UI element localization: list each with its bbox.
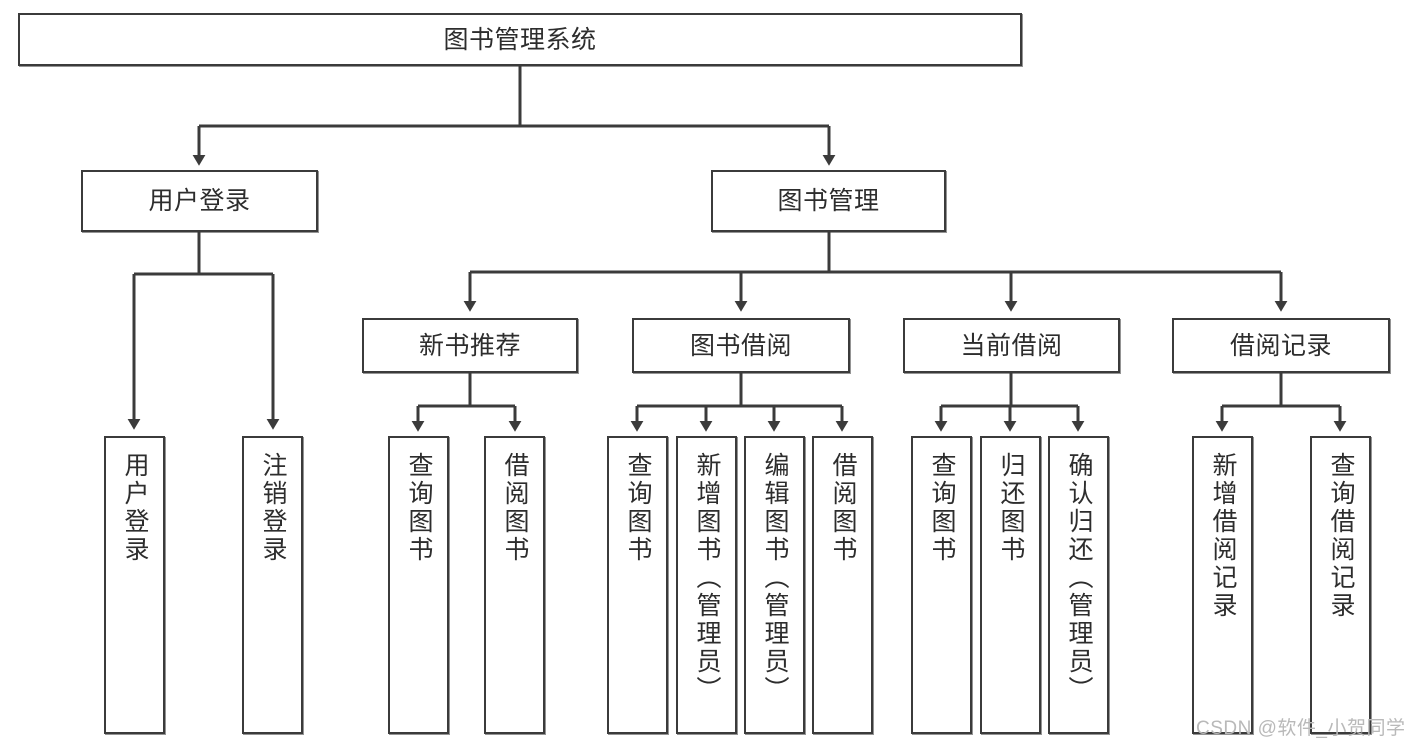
- node-label: 图书管理系统: [443, 25, 597, 54]
- leaf-borrow-book-recommend[interactable]: 借阅图书: [484, 436, 545, 734]
- leaf-query-borrow-record[interactable]: 查询借阅记录: [1310, 436, 1371, 734]
- node-label: 当前借阅: [960, 331, 1063, 360]
- node-book-borrow[interactable]: 图书借阅: [632, 318, 850, 373]
- node-label: 查询图书: [405, 452, 433, 564]
- node-label: 借阅记录: [1229, 331, 1332, 360]
- node-label: 查询图书: [624, 452, 652, 564]
- node-label: 借阅图书: [829, 452, 857, 564]
- node-label: 查询图书: [928, 452, 956, 564]
- node-book-management[interactable]: 图书管理: [711, 170, 946, 232]
- leaf-logout[interactable]: 注销登录: [242, 436, 303, 734]
- leaf-user-login[interactable]: 用户登录: [104, 436, 165, 734]
- leaf-query-book-current[interactable]: 查询图书: [911, 436, 972, 734]
- leaf-return-book[interactable]: 归还图书: [980, 436, 1041, 734]
- leaf-confirm-return-admin[interactable]: 确认归还（管理员）: [1048, 436, 1109, 734]
- node-label: 注销登录: [259, 452, 287, 564]
- node-label: 新增图书（管理员）: [693, 452, 721, 704]
- node-label: 新增借阅记录: [1209, 452, 1237, 620]
- leaf-query-book-recommend[interactable]: 查询图书: [388, 436, 449, 734]
- node-label: 归还图书: [997, 452, 1025, 564]
- leaf-add-borrow-record[interactable]: 新增借阅记录: [1192, 436, 1253, 734]
- node-label: 用户登录: [121, 452, 149, 564]
- leaf-borrow-book[interactable]: 借阅图书: [812, 436, 873, 734]
- node-label: 确认归还（管理员）: [1065, 452, 1093, 704]
- node-current-borrow[interactable]: 当前借阅: [903, 318, 1120, 373]
- node-root[interactable]: 图书管理系统: [18, 13, 1022, 66]
- node-user-login[interactable]: 用户登录: [81, 170, 318, 232]
- node-new-book-recommend[interactable]: 新书推荐: [362, 318, 578, 373]
- node-label: 借阅图书: [501, 452, 529, 564]
- node-label: 图书管理: [777, 187, 880, 215]
- leaf-edit-book-admin[interactable]: 编辑图书（管理员）: [744, 436, 805, 734]
- node-label: 新书推荐: [418, 331, 521, 360]
- node-label: 查询借阅记录: [1327, 452, 1355, 620]
- leaf-query-book-borrow[interactable]: 查询图书: [607, 436, 668, 734]
- csdn-watermark: CSDN @软件_小贺同学: [1196, 718, 1405, 739]
- node-label: 图书借阅: [689, 331, 792, 360]
- node-borrow-record[interactable]: 借阅记录: [1172, 318, 1390, 373]
- leaf-add-book-admin[interactable]: 新增图书（管理员）: [676, 436, 737, 734]
- node-label: 用户登录: [148, 187, 251, 215]
- node-label: 编辑图书（管理员）: [761, 452, 789, 704]
